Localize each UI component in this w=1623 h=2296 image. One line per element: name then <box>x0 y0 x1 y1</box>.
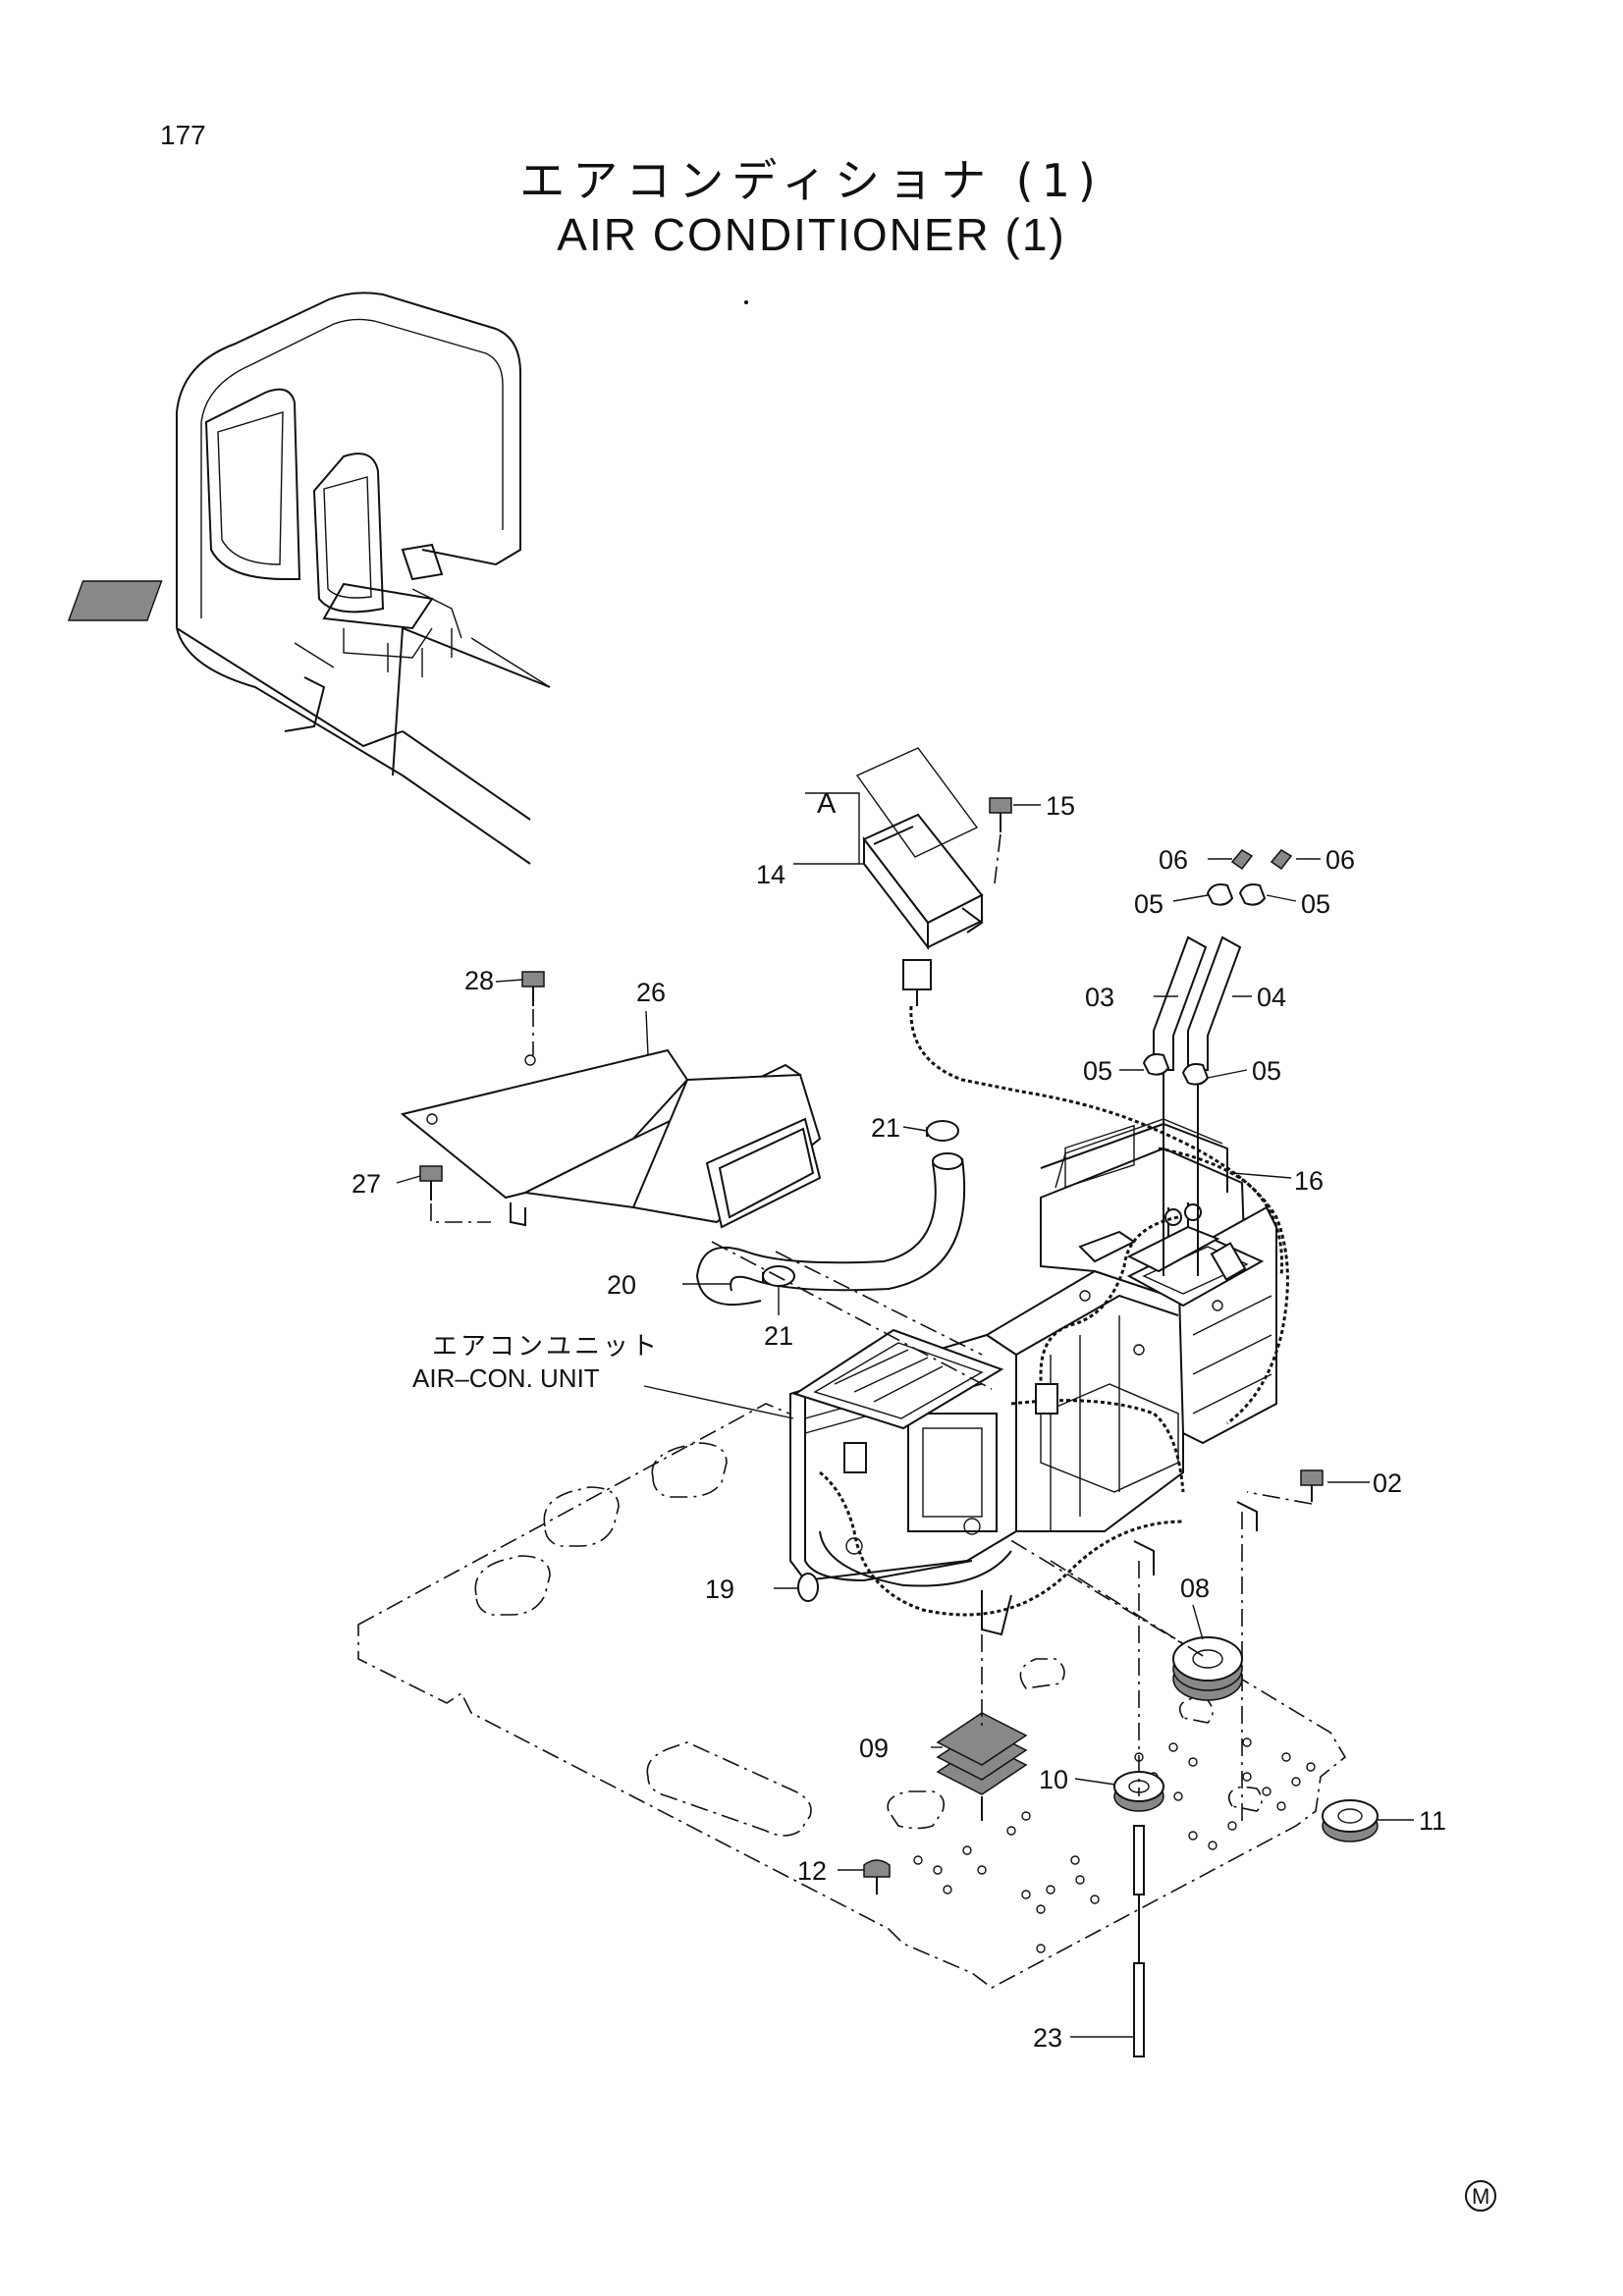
callout-21-upper: 21 <box>871 1113 900 1143</box>
rubber-mount-08 <box>1172 1636 1243 1701</box>
callout-14: 14 <box>756 860 785 889</box>
callout-16: 16 <box>1294 1166 1324 1196</box>
callout-05-upper-left: 05 <box>1134 889 1163 919</box>
refrigerant-pipes <box>1153 935 1242 1276</box>
callout-28: 28 <box>464 966 494 995</box>
unit-label-japanese: エアコンユニット <box>432 1331 660 1361</box>
circled-m-mark: M <box>1465 2180 1496 2212</box>
callout-20: 20 <box>607 1270 636 1300</box>
callout-15: 15 <box>1046 791 1075 821</box>
caps-06 <box>1230 849 1293 871</box>
callout-19: 19 <box>705 1575 734 1604</box>
clamp-21-top <box>926 1120 959 1142</box>
assembly-center-lines <box>711 1241 1243 1826</box>
mark-letter: M <box>1472 2184 1489 2209</box>
drain-hose <box>695 1152 966 1307</box>
bolt-27 <box>419 1165 443 1201</box>
air-con-unit <box>789 1118 1277 1636</box>
callout-04: 04 <box>1257 983 1286 1012</box>
page-title-english: AIR CONDITIONER (1) <box>557 209 1066 260</box>
callout-26: 26 <box>636 978 666 1007</box>
bolt-15 <box>989 797 1012 832</box>
damper-09 <box>936 1712 1028 1821</box>
grommet-11 <box>1322 1799 1379 1842</box>
callout-03: 03 <box>1085 983 1114 1012</box>
floor-plate-holes <box>913 1737 1316 1953</box>
callout-05-lower-right: 05 <box>1252 1056 1281 1086</box>
callout-11: 11 <box>1419 1806 1446 1836</box>
grommet-19 <box>797 1573 819 1602</box>
callout-21-lower: 21 <box>764 1321 793 1351</box>
page-number: 177 <box>160 120 206 150</box>
callout-08: 08 <box>1180 1574 1210 1603</box>
bolt-02-leader <box>1246 1491 1313 1505</box>
bolt-15-leader <box>994 833 1001 884</box>
relay-box <box>855 747 984 1006</box>
pin-23 <box>1133 1825 1145 2057</box>
cab-location-inset <box>67 292 551 865</box>
callout-05-lower-left: 05 <box>1083 1056 1112 1086</box>
callout-12: 12 <box>797 1856 827 1886</box>
bolt-02 <box>1300 1469 1324 1502</box>
o-rings-05 <box>1142 883 1267 1086</box>
view-label-a: A <box>817 788 837 820</box>
bolt-27-leader <box>430 1203 491 1223</box>
air-duct <box>400 1048 822 1229</box>
unit-label-english: AIR–CON. UNIT <box>412 1363 600 1393</box>
callout-09: 09 <box>859 1734 889 1763</box>
callout-02: 02 <box>1373 1468 1402 1498</box>
page-title-japanese: エアコンディショナ (1) <box>519 154 1104 207</box>
bolt-28 <box>521 971 545 1006</box>
callout-leaders <box>396 792 1414 2038</box>
callout-27: 27 <box>352 1169 381 1199</box>
callout-06-left: 06 <box>1159 845 1188 875</box>
callout-10: 10 <box>1039 1765 1068 1794</box>
callout-05-upper-right: 05 <box>1301 889 1330 919</box>
stray-dot <box>744 300 748 304</box>
callout-23: 23 <box>1033 2023 1062 2053</box>
callout-06-right: 06 <box>1325 845 1355 875</box>
callout-labels: 15 06 06 05 05 14 28 26 03 04 05 05 21 1… <box>352 788 1446 2053</box>
wire-harness <box>819 1005 1289 1617</box>
bolt-12 <box>863 1859 891 1895</box>
